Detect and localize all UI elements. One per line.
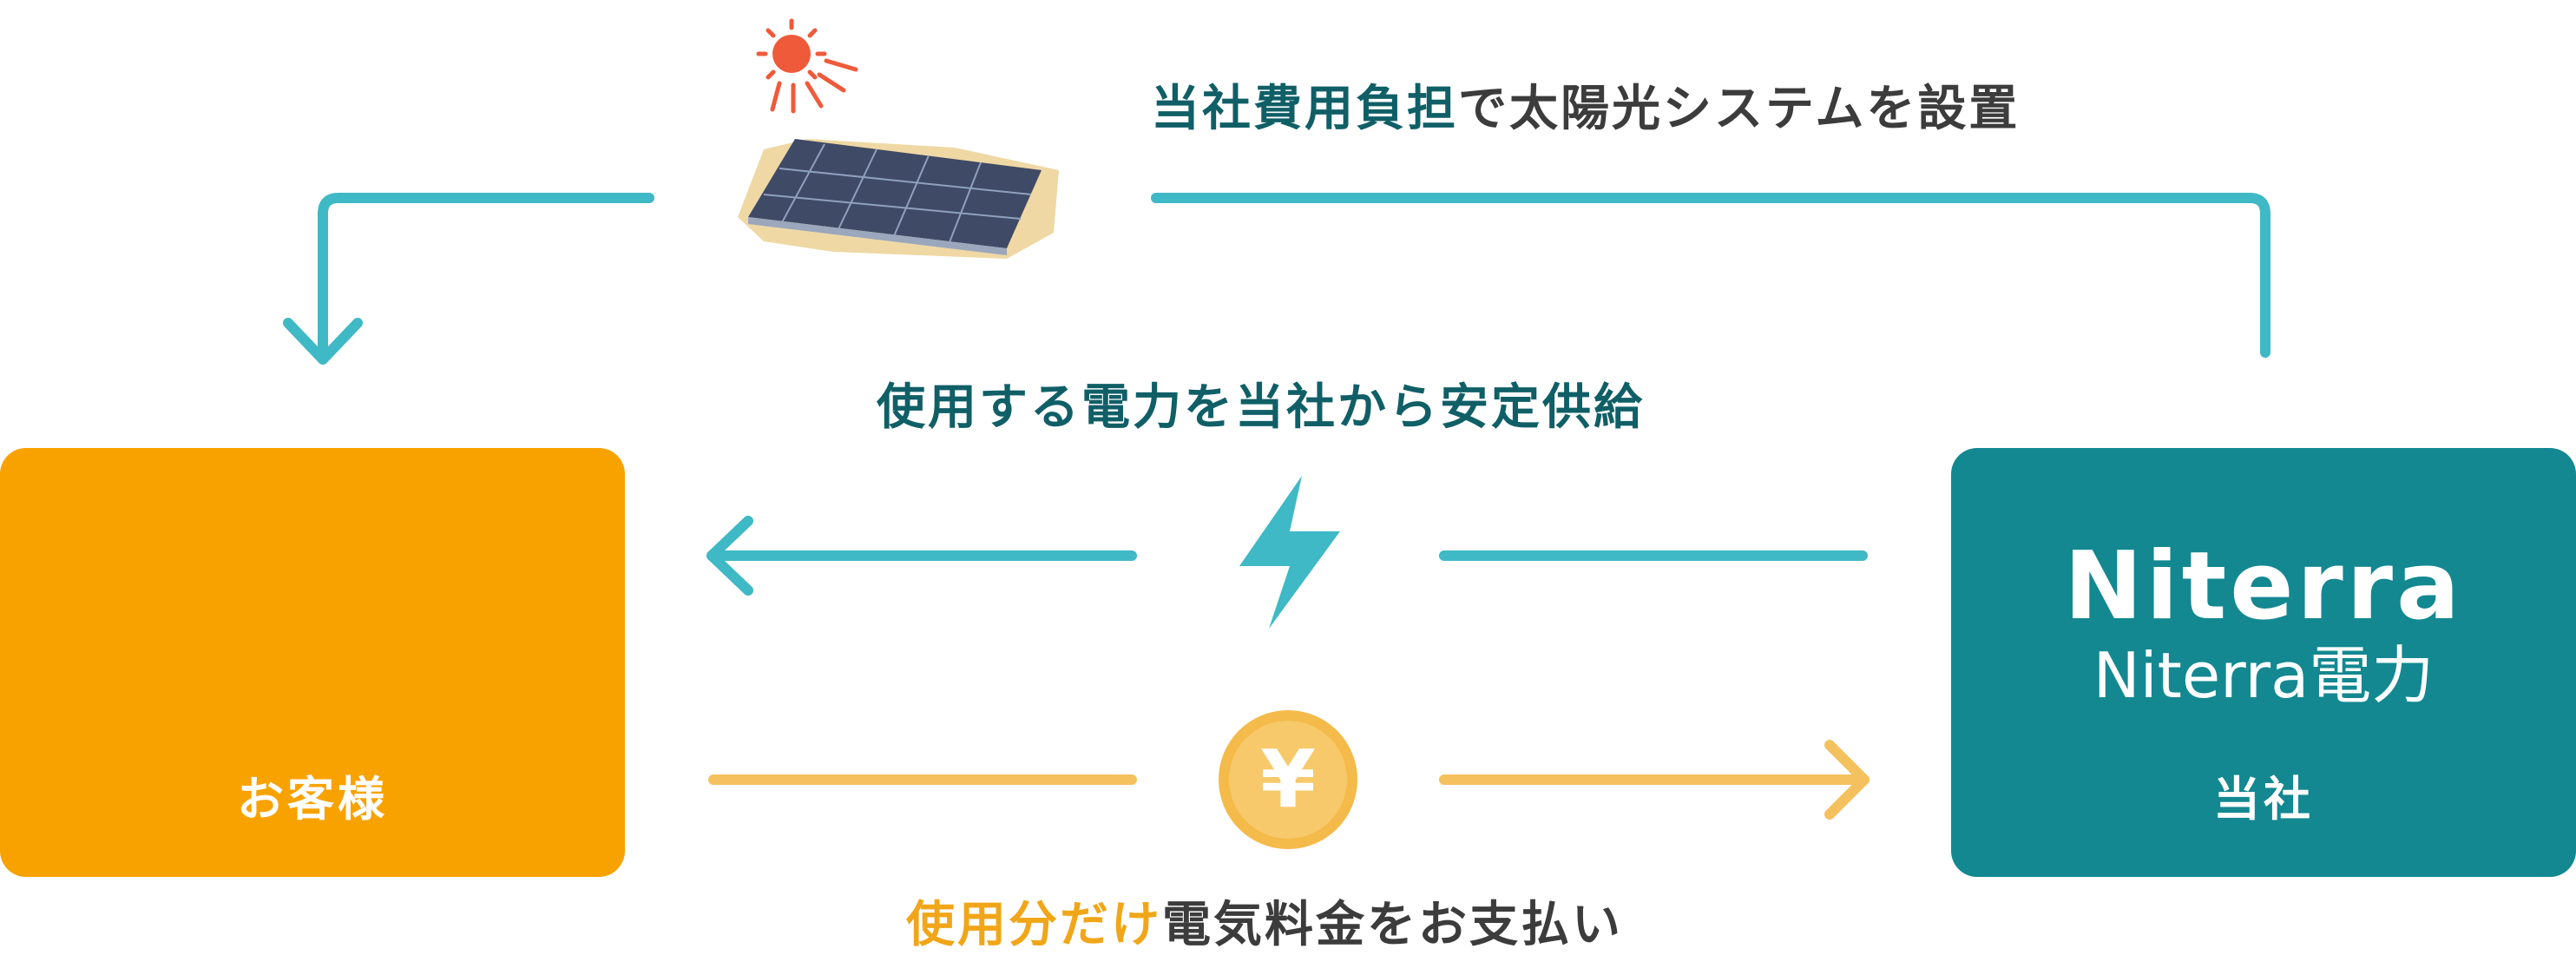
company-brand-logo: Niterra [2064,532,2463,641]
install-caption-highlight: 当社費用負担 [1151,81,1458,137]
install-arrow-left [283,193,654,365]
customer-label: お客様 [237,772,388,827]
sun-icon [756,18,858,114]
install-line-right [1151,193,2270,358]
payment-caption: 使用分だけ電気料金をお支払い [906,886,1623,956]
yen-glyph: ¥ [1259,733,1316,826]
company-label: 当社 [2213,772,2314,827]
install-caption-rest: で太陽光システムを設置 [1458,81,2021,137]
customer-box: お客様 [0,448,625,877]
lightning-bolt-icon [1239,476,1340,629]
supply-arrow [706,516,1868,596]
company-box: Niterra Niterra電力 当社 [1951,448,2576,877]
yen-coin-icon [1219,710,1357,849]
install-caption: 当社費用負担で太陽光システムを設置 [1151,69,2020,140]
company-brand-sub: Niterra電力 [2093,639,2435,712]
payment-caption-highlight: 使用分だけ [906,897,1162,953]
payment-caption-rest: 電気料金をお支払い [1162,897,1623,953]
payment-arrow [708,740,1870,820]
solar-panel-icon [738,139,1059,259]
supply-caption: 使用する電力を当社から安定供給 [877,379,1645,436]
